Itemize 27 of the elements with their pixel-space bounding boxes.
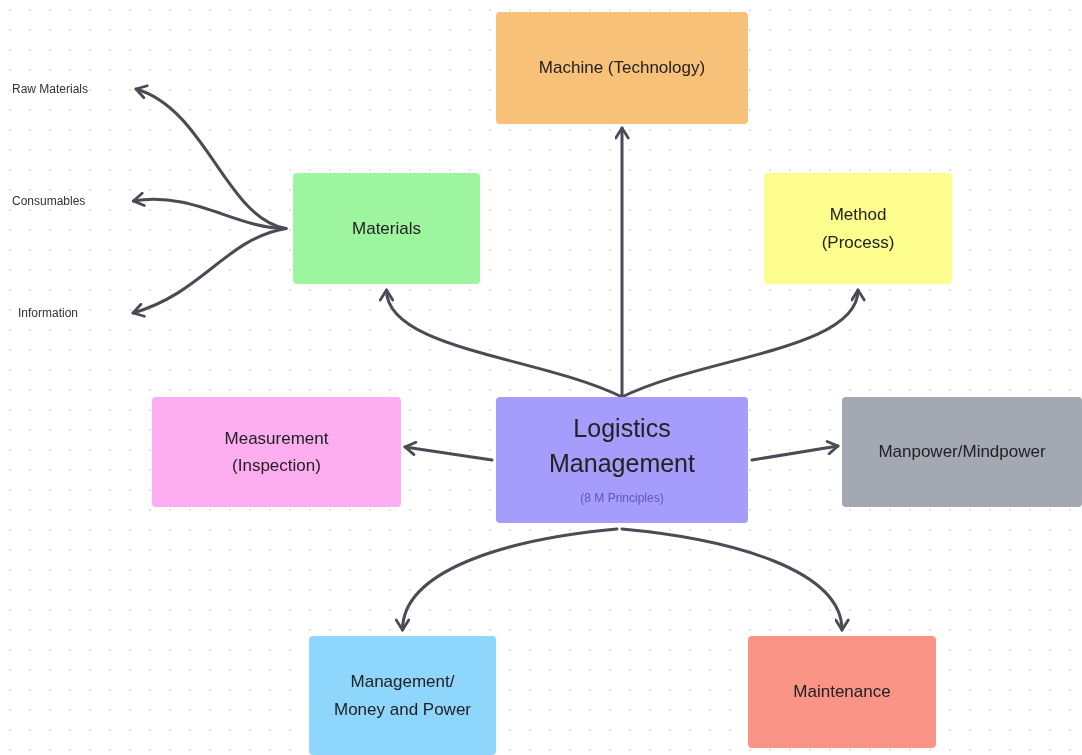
branch-label: Raw Materials [12,82,89,96]
topic-label: Machine (Technology) [538,57,706,80]
topic-box [748,636,936,748]
topic-label: Maintenance [793,681,891,704]
topic-title: Logistics Management [548,413,696,480]
arrow [620,527,848,632]
arrow [750,440,840,462]
arrow [403,440,494,462]
arrow [620,288,864,399]
topic-box [309,636,496,755]
topic-subtitle: (8 M Principles) [580,490,664,508]
topic-box [764,173,952,284]
topic-box [293,173,480,284]
topic-label: Method (Process) [820,204,896,254]
arrow [131,227,288,318]
arrow [381,288,624,399]
topic-box [496,12,748,124]
topic-box [842,397,1082,507]
branch-label: Consumables [12,194,86,208]
topic-label: Measurement (Inspection) [223,427,330,477]
branch-label: Information [18,306,79,320]
topic-label: Management/ Money and Power [333,671,472,721]
central-topic-box [496,397,748,523]
topic-box [152,397,401,507]
arrow [396,527,619,632]
topic-label: Manpower/Mindpower [878,441,1046,464]
topic-label: Materials [352,217,421,240]
